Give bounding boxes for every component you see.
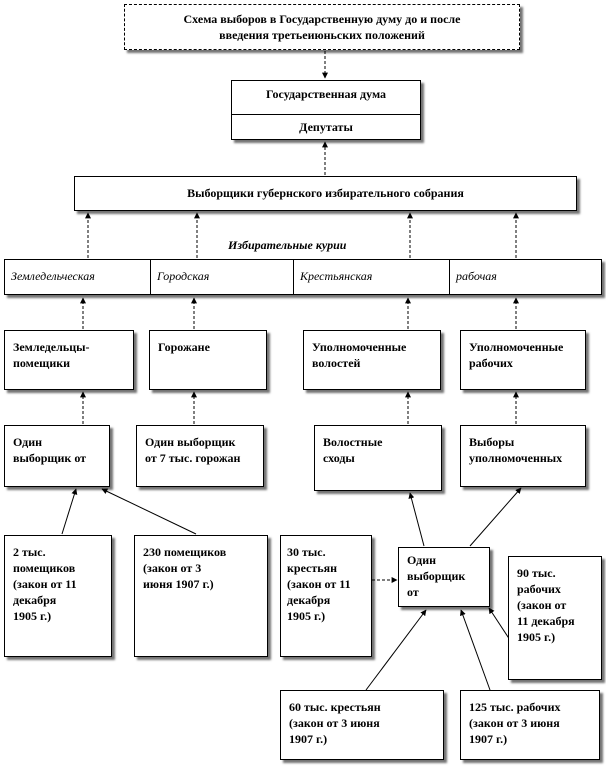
center-elector-line-2: выборщик — [407, 569, 466, 583]
arrow-center-to-workers — [469, 487, 522, 547]
workers-1907-line-2: (закон от 3 июня — [469, 716, 560, 730]
center-elector-line-3: от — [407, 585, 419, 599]
peasants-1905-line-4: декабря — [287, 593, 331, 607]
landowners-1907-line-2: (закон от 3 — [143, 561, 202, 575]
workers-1905-line-5: 1905 г.) — [517, 630, 556, 644]
volost-meetings-line-1: Волостные — [323, 435, 383, 449]
curia-workers: рабочая — [449, 260, 601, 294]
town-elector-box: Один выборщик от 7 тыс. горожан — [136, 425, 264, 487]
landowners-1907-box: 230 помещиков (закон от 3 июня 1907 г.) — [134, 535, 268, 657]
arrow-peasants1907-to-center — [365, 609, 427, 691]
peasants-1905-line-5: 1905 г.) — [287, 609, 326, 623]
town-elector-line-2: от 7 тыс. горожан — [145, 451, 241, 465]
worker-reps-line-1: Уполномоченные — [469, 340, 564, 354]
diagram-title: Схема выборов в Государственную думу до … — [124, 4, 520, 50]
volost-reps-line-2: волостей — [312, 356, 361, 370]
landowners-1905-box: 2 тыс. помещиков (закон от 11 декабря 19… — [4, 535, 112, 657]
provincial-electors-box: Выборщики губернского избирательного соб… — [74, 176, 577, 211]
worker-reps-box: Уполномоченные рабочих — [460, 330, 586, 390]
curiae-caption: Избирательные курии — [228, 238, 347, 252]
curiae-row: Земледельческая Городская Крестьянская р… — [4, 259, 602, 295]
one-elector-line-2: выборщик от — [13, 451, 87, 465]
workers-1907-line-3: 1907 г.) — [469, 732, 508, 746]
peasants-1907-box: 60 тыс. крестьян (закон от 3 июня 1907 г… — [280, 690, 444, 760]
landowners-1905-line-2: помещиков — [13, 561, 76, 575]
deputies-label: Депутаты — [299, 120, 353, 134]
title-line-2: введения третьеиюньских положений — [219, 28, 425, 42]
peasants-1905-line-3: (закон от 11 — [287, 577, 351, 591]
arrow-workers1905-to-center — [488, 607, 511, 641]
town-elector-line-1: Один выборщик — [145, 435, 236, 449]
landowners-box: Земледельцы- помещики — [4, 330, 134, 390]
curia-urban: Городская — [150, 260, 293, 294]
center-elector-line-1: Один — [407, 553, 437, 567]
workers-1905-line-2: рабочих — [517, 582, 561, 596]
volost-reps-line-1: Уполномоченные — [312, 340, 407, 354]
landowners-1905-line-1: 2 тыс. — [13, 545, 46, 559]
workers-1907-box: 125 тыс. рабочих (закон от 3 июня 1907 г… — [460, 690, 600, 760]
volost-meetings-line-2: сходы — [323, 451, 355, 465]
curia-peasant: Крестьянская — [293, 260, 449, 294]
one-elector-line-1: Один — [13, 435, 43, 449]
rep-elections-line-1: Выборы — [469, 435, 515, 449]
title-line-1: Схема выборов в Государственную думу до … — [183, 12, 461, 26]
landowners-1905-line-5: 1905 г.) — [13, 609, 52, 623]
arrow-landowners1907-up — [101, 488, 197, 535]
landowners-1905-line-4: декабря — [13, 593, 57, 607]
arrow-center-to-volost — [408, 492, 425, 547]
landowners-line-2: помещики — [13, 356, 71, 370]
workers-1905-line-3: (закон от — [517, 598, 567, 612]
workers-1907-line-1: 125 тыс. рабочих — [469, 700, 561, 714]
volost-reps-box: Уполномоченные волостей — [303, 330, 441, 390]
workers-1905-line-4: 11 декабря — [517, 614, 575, 628]
volost-meetings-box: Волостные сходы — [314, 425, 442, 491]
landowners-line-1: Земледельцы- — [13, 340, 90, 354]
provincial-electors-label: Выборщики губернского избирательного соб… — [187, 186, 464, 200]
state-duma-label: Государственная дума — [232, 81, 420, 115]
peasants-1905-box: 30 тыс. крестьян (закон от 11 декабря 19… — [280, 535, 372, 657]
arrow-workers1907-to-center — [460, 609, 491, 691]
townspeople-line-1: Горожане — [158, 340, 210, 354]
peasants-1905-line-1: 30 тыс. — [287, 545, 326, 559]
state-duma-box: Государственная дума Депутаты — [231, 80, 421, 140]
peasants-1907-line-2: (закон от 3 июня — [289, 716, 380, 730]
rep-elections-line-2: уполномоченных — [469, 451, 563, 465]
workers-1905-line-1: 90 тыс. — [517, 566, 556, 580]
worker-reps-line-2: рабочих — [469, 356, 513, 370]
peasants-1907-line-1: 60 тыс. крестьян — [289, 700, 381, 714]
peasants-1907-line-3: 1907 г.) — [289, 732, 328, 746]
workers-1905-box: 90 тыс. рабочих (закон от 11 декабря 190… — [508, 556, 602, 680]
arrow-landowners1905-up — [61, 488, 78, 535]
peasants-1905-line-2: крестьян — [287, 561, 338, 575]
townspeople-box: Горожане — [149, 330, 267, 390]
landowners-1907-line-3: июня 1907 г.) — [143, 577, 214, 591]
curia-agricultural: Земледельческая — [11, 269, 95, 283]
center-elector-box: Один выборщик от — [398, 547, 490, 607]
landowners-1907-line-1: 230 помещиков — [143, 545, 227, 559]
one-elector-from-box: Один выборщик от — [4, 425, 110, 487]
rep-elections-box: Выборы уполномоченных — [460, 425, 586, 487]
landowners-1905-line-3: (закон от 11 — [13, 577, 77, 591]
